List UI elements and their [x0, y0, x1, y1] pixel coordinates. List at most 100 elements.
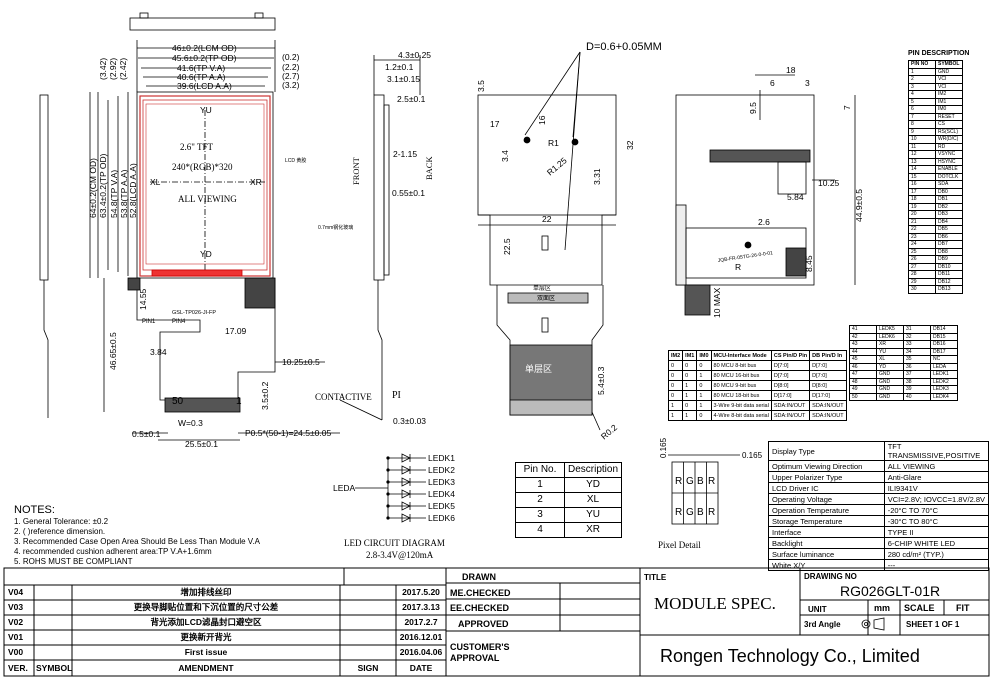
third-angle-projection-icon — [861, 617, 885, 631]
table-cell: 0 — [667, 390, 684, 401]
table-cell: DB1 — [935, 195, 963, 204]
svg-text:5.4±0.3: 5.4±0.3 — [596, 366, 606, 395]
table-cell: YD — [876, 362, 904, 371]
revision-cell: 2017.3.13 — [402, 602, 440, 612]
svg-text:3: 3 — [805, 78, 810, 88]
svg-text:LEDK6: LEDK6 — [428, 513, 455, 523]
table-cell: DB10 — [935, 262, 963, 271]
svg-text:63.4±0.2(TP OD): 63.4±0.2(TP OD) — [98, 153, 108, 218]
back-view-right — [675, 74, 856, 316]
svg-text:R: R — [675, 476, 682, 487]
table-cell: IM0 — [935, 105, 963, 114]
table-cell: 49 — [849, 385, 877, 394]
svg-text:(2.42): (2.42) — [118, 58, 128, 80]
revision-cell: V02 — [8, 617, 24, 627]
table-cell: 15 — [908, 172, 936, 181]
table-cell: LEDK6 — [876, 332, 904, 341]
table-cell: 6 — [908, 105, 936, 114]
table-cell: Optimum Viewing Direction — [768, 460, 885, 472]
table-cell: 32 — [903, 332, 931, 341]
approval-customer: CUSTOMER'S APPROVAL — [450, 642, 510, 663]
revision-header-cell: AMENDMENT — [178, 663, 234, 673]
table-cell: RS(SCL) — [935, 127, 963, 136]
table-cell: 1 — [696, 370, 712, 381]
table-cell: YU — [876, 347, 904, 356]
svg-text:YD: YD — [200, 249, 212, 259]
revision-cell: 更换导脚贴位置和下沉位置的尺寸公差 — [133, 602, 279, 612]
table-cell: 31 — [903, 325, 931, 334]
table-cell: DB0 — [935, 187, 963, 196]
svg-text:R1.25: R1.25 — [545, 155, 569, 177]
table-cell: Display Type — [768, 441, 885, 461]
svg-text:LEDK5: LEDK5 — [428, 501, 455, 511]
table-cell: LEDK1 — [930, 370, 958, 379]
svg-text:G: G — [686, 476, 694, 487]
svg-text:FRONT: FRONT — [351, 156, 361, 185]
table-cell: MCU-Interface Mode — [710, 350, 772, 361]
table-cell: D[7:0] — [809, 370, 847, 381]
table-cell: DB3 — [935, 210, 963, 219]
table-cell: ALL VIEWING — [883, 460, 990, 472]
drawing-no-label: DRAWING NO — [804, 572, 857, 581]
note-item: 2. ( )reference dimension. — [14, 527, 106, 536]
svg-text:52.8(LCD A.A): 52.8(LCD A.A) — [128, 163, 138, 218]
table-cell: 8 — [908, 120, 936, 129]
svg-text:0.7mm钢化玻璃: 0.7mm钢化玻璃 — [318, 224, 353, 231]
table-cell: RD — [935, 142, 963, 151]
table-cell: XL — [876, 355, 904, 364]
table-cell: IM1 — [935, 97, 963, 106]
led-diode-icon — [386, 501, 426, 511]
table-cell: ILI9341V — [883, 482, 990, 494]
table-cell: IM1 — [682, 350, 698, 361]
svg-text:53.8(TP A.A): 53.8(TP A.A) — [119, 169, 129, 218]
table-cell: SDA:IN/OUT — [770, 400, 811, 411]
revision-cell: 背光添加LCD滤晶封口避空区 — [150, 617, 262, 627]
svg-text:JQB-FR-05TG-26-0-0-01: JQB-FR-05TG-26-0-0-01 — [717, 250, 773, 264]
led-diode-icon — [386, 489, 426, 499]
table-cell: VCI — [935, 82, 963, 91]
table-cell: 20 — [908, 210, 936, 219]
svg-text:10.25: 10.25 — [818, 178, 840, 188]
table-cell: GND — [876, 370, 904, 379]
table-cell: Storage Temperature — [768, 515, 885, 527]
svg-text:40.6(TP A.A): 40.6(TP A.A) — [177, 72, 226, 82]
table-cell: 0 — [667, 360, 684, 371]
table-cell: LEDK5 — [876, 325, 904, 334]
table-cell: 6-CHIP WHITE LED — [883, 537, 990, 549]
svg-text:2.5±0.1: 2.5±0.1 — [397, 94, 426, 104]
table-cell: TFT TRANSMISSIVE,POSITIVE — [883, 441, 990, 461]
revision-cell: 2017.2.7 — [404, 617, 438, 627]
spec-row: Storage Temperature-30°C TO 80°C — [768, 515, 990, 527]
table-cell: RESET — [935, 112, 963, 121]
svg-text:(0.2): (0.2) — [282, 52, 300, 62]
svg-text:R: R — [735, 262, 741, 272]
svg-text:0.165: 0.165 — [742, 451, 763, 460]
table-cell: 12 — [908, 150, 936, 159]
svg-text:1.2±0.1: 1.2±0.1 — [385, 62, 414, 72]
svg-text:(3.2): (3.2) — [282, 80, 300, 90]
table-cell: DB5 — [935, 225, 963, 234]
revision-cell: V03 — [8, 602, 24, 612]
svg-text:ALL VIEWING: ALL VIEWING — [178, 194, 237, 204]
revision-header-cell: SIGN — [357, 663, 379, 673]
table-cell: Pin No. — [515, 462, 565, 478]
front-view — [39, 12, 340, 441]
svg-text:45.6±0.2(TP OD): 45.6±0.2(TP OD) — [172, 53, 237, 63]
